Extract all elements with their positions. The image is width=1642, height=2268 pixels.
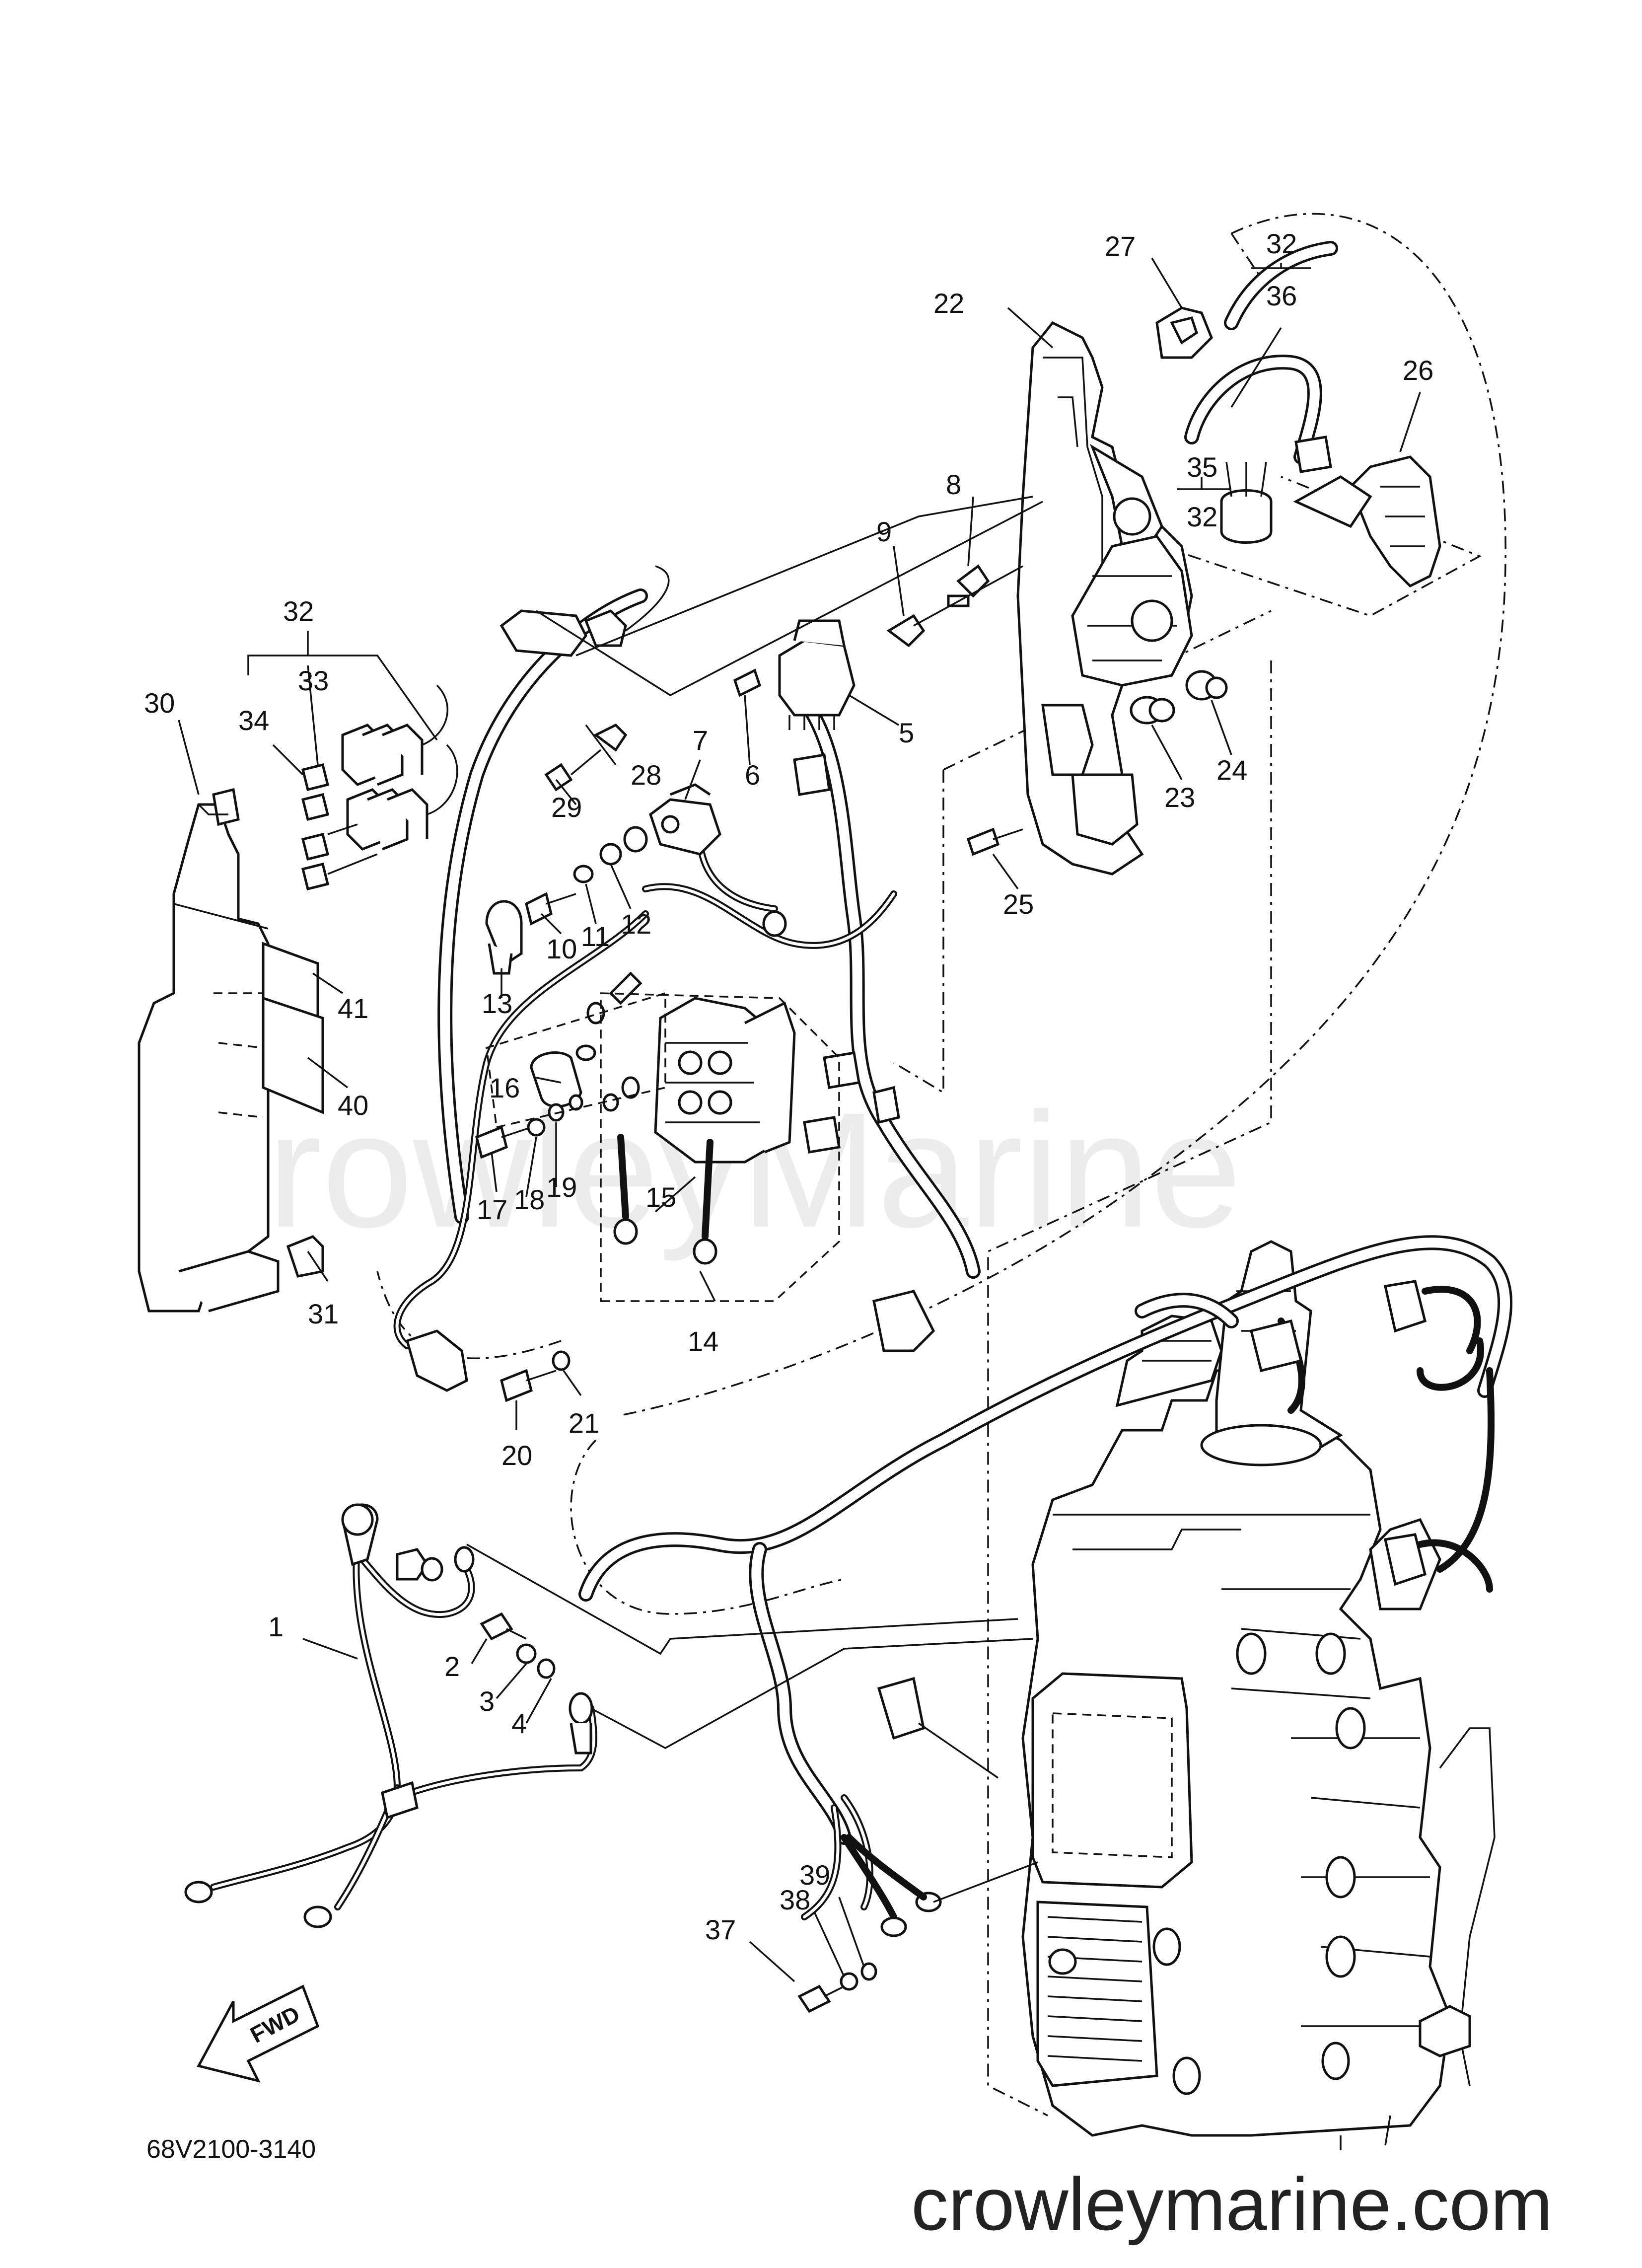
callout-18: 18 (514, 1184, 545, 1215)
callout-29: 29 (551, 792, 582, 823)
callout-32-sensor: 32 (1187, 501, 1217, 532)
callout-15: 15 (645, 1181, 676, 1213)
callout-13: 13 (482, 988, 512, 1019)
callout-40: 40 (338, 1090, 368, 1121)
callout-8: 8 (946, 469, 961, 500)
callout-4: 4 (511, 1708, 527, 1739)
callout-38: 38 (780, 1884, 810, 1915)
callout-21: 21 (569, 1407, 599, 1439)
callout-17: 17 (477, 1194, 507, 1225)
coil-connectors (1249, 1280, 1493, 1593)
callout-32-relay: 32 (283, 595, 314, 627)
callout-1: 1 (268, 1611, 284, 1642)
callout-20: 20 (501, 1440, 532, 1471)
callout-6: 6 (745, 759, 760, 791)
callout-2: 2 (444, 1651, 460, 1682)
callout-24: 24 (1216, 754, 1247, 786)
group-boxes (486, 992, 840, 1302)
battery-cable-group (184, 1503, 942, 2013)
callout-11: 11 (581, 921, 610, 952)
callout-28: 28 (631, 759, 661, 791)
callout-19: 19 (546, 1171, 577, 1203)
callout-7: 7 (693, 725, 708, 756)
callout-3: 3 (479, 1685, 495, 1717)
callout-labels: 1 2 3 4 5 6 7 8 9 10 11 12 13 14 15 16 1… (144, 228, 1433, 1945)
callout-9: 9 (876, 516, 892, 547)
site-url: crowleymarine.com (911, 2162, 1553, 2246)
callout-31: 31 (308, 1298, 339, 1329)
callout-12: 12 (621, 908, 651, 940)
callout-32-top: 32 (1266, 228, 1297, 259)
callout-34: 34 (238, 705, 269, 736)
callout-35: 35 (1187, 451, 1217, 483)
callout-41: 41 (338, 993, 368, 1024)
callout-26: 26 (1403, 355, 1433, 386)
callout-10: 10 (546, 933, 577, 964)
callout-16: 16 (489, 1072, 520, 1103)
callout-36: 36 (1266, 280, 1297, 311)
diagram-part-code: 68V2100-3140 (146, 2135, 316, 2164)
leader-lines (178, 258, 1421, 1982)
callout-39: 39 (799, 1859, 830, 1891)
callout-33: 33 (298, 665, 329, 696)
callout-23: 23 (1164, 782, 1195, 813)
relay-assembly (405, 565, 935, 1402)
callout-37: 37 (705, 1914, 736, 1945)
fwd-arrow: FWD (197, 1984, 320, 2083)
callout-22: 22 (933, 288, 964, 319)
callout-25: 25 (1003, 888, 1034, 920)
callout-5: 5 (899, 717, 914, 748)
callout-27: 27 (1105, 230, 1136, 262)
relay-cover (138, 684, 458, 1313)
electrical-bracket (733, 306, 1441, 876)
callout-30: 30 (144, 687, 175, 719)
callout-14: 14 (688, 1325, 718, 1357)
